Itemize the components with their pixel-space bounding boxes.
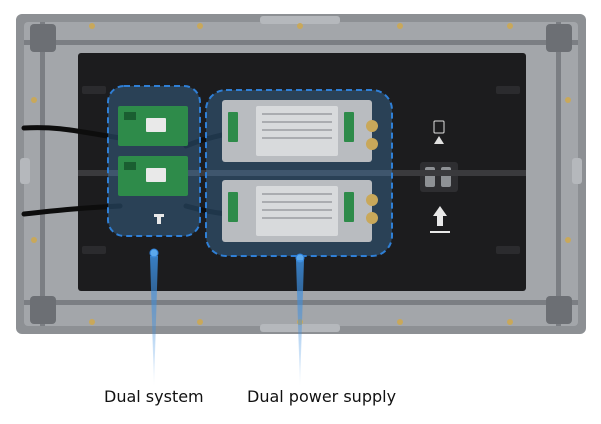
caption-dual-power-supply: Dual power supply bbox=[247, 387, 397, 406]
pointer-beam-left bbox=[150, 256, 158, 386]
power-supply-unit-icon bbox=[222, 100, 378, 242]
receiving-card-icon bbox=[118, 106, 188, 196]
card-mount-icon bbox=[154, 214, 164, 224]
dual-system-highlight bbox=[107, 85, 201, 258]
pointer-beam-right bbox=[296, 260, 304, 386]
hazard-label-icon bbox=[433, 120, 445, 144]
up-arrow-marking-icon bbox=[430, 206, 450, 233]
back-plate bbox=[78, 53, 526, 291]
caption-dual-system: Dual system bbox=[104, 387, 204, 406]
dual-power-supply-highlight bbox=[205, 89, 393, 263]
connector-block bbox=[420, 162, 458, 192]
cable-icon bbox=[21, 125, 229, 217]
